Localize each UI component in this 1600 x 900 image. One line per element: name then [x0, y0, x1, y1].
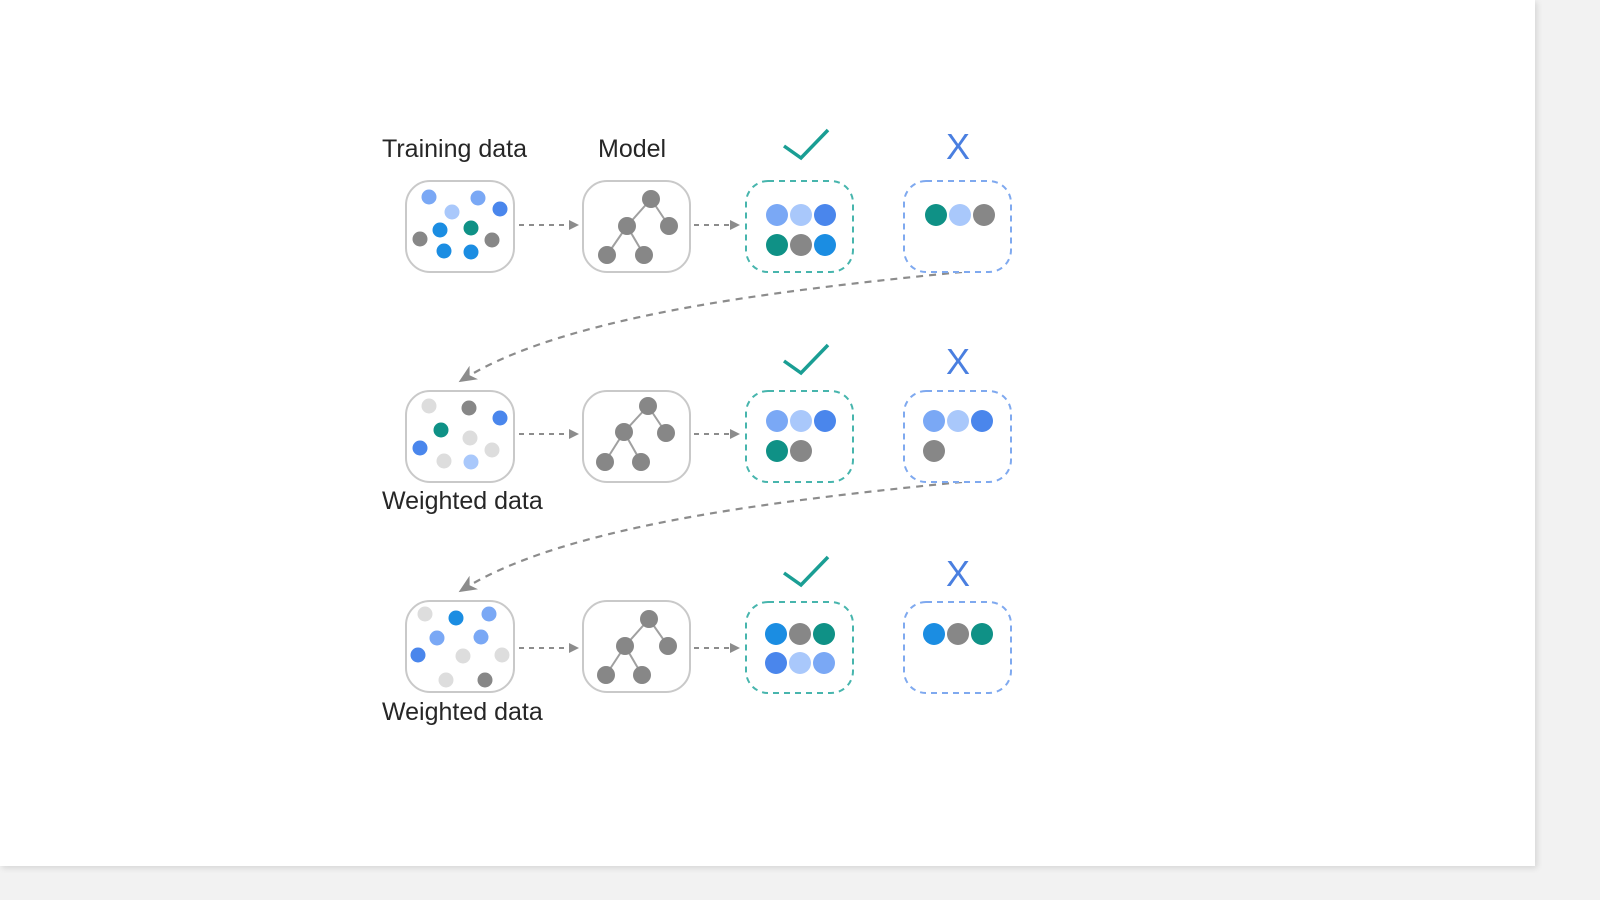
feedback-arrow [458, 270, 963, 383]
data-point [790, 410, 812, 432]
x-mark-icon: X [946, 341, 970, 382]
checkmark-icon [782, 343, 830, 376]
data-box [405, 180, 515, 273]
data-box [405, 600, 515, 693]
data-points [412, 189, 508, 260]
incorrect-box [903, 601, 1012, 694]
data-points [410, 606, 510, 688]
data-point [492, 410, 508, 426]
data-point [484, 442, 500, 458]
data-point [470, 190, 486, 206]
data-point [436, 453, 452, 469]
adaboost-diagram: Training data Model Weighted data Weight… [382, 126, 1012, 726]
incorrect-points [923, 623, 993, 645]
data-point [410, 647, 426, 663]
data-point [766, 204, 788, 226]
training-data-label: Training data [382, 135, 527, 163]
decision-tree-icon [597, 610, 677, 684]
data-point [463, 244, 479, 260]
data-point [766, 410, 788, 432]
decision-tree-icon [598, 190, 678, 264]
data-point [814, 204, 836, 226]
data-point [463, 454, 479, 470]
data-point [973, 204, 995, 226]
incorrect-points [923, 410, 993, 462]
data-point [765, 623, 787, 645]
round-2: X [405, 341, 1012, 483]
data-point [436, 243, 452, 259]
data-point [455, 648, 471, 664]
weighted-data-label: Weighted data [382, 487, 543, 515]
data-point [481, 606, 497, 622]
data-point [484, 232, 500, 248]
data-point [925, 204, 947, 226]
data-point [766, 440, 788, 462]
x-mark-icon: X [946, 553, 970, 594]
data-point [444, 204, 460, 220]
incorrect-box [903, 180, 1012, 273]
data-point [438, 672, 454, 688]
correct-points [766, 204, 836, 256]
data-point [947, 410, 969, 432]
correct-box [745, 601, 854, 694]
feedback-arrow [458, 480, 963, 593]
data-point [461, 400, 477, 416]
incorrect-box [903, 390, 1012, 483]
data-point [971, 623, 993, 645]
data-point [421, 189, 437, 205]
weighted-data-label: Weighted data [382, 698, 543, 726]
data-point [462, 430, 478, 446]
data-point [432, 222, 448, 238]
checkmark-icon [782, 128, 830, 161]
data-point [492, 201, 508, 217]
data-point [417, 606, 433, 622]
data-point [494, 647, 510, 663]
decision-tree-icon [596, 397, 675, 471]
data-point [421, 398, 437, 414]
data-point [765, 652, 787, 674]
checkmark-icon [782, 555, 830, 588]
data-point [463, 220, 479, 236]
data-point [477, 672, 493, 688]
data-point [813, 652, 835, 674]
diagram-panel: Training data Model Weighted data Weight… [0, 0, 1535, 866]
data-point [949, 204, 971, 226]
data-point [433, 422, 449, 438]
x-mark-icon: X [946, 126, 970, 167]
correct-points [766, 410, 836, 462]
data-point [789, 623, 811, 645]
data-box [405, 390, 515, 483]
data-point [412, 440, 428, 456]
data-point [813, 623, 835, 645]
data-point [947, 623, 969, 645]
data-point [790, 234, 812, 256]
data-point [790, 204, 812, 226]
data-point [473, 629, 489, 645]
data-point [814, 410, 836, 432]
correct-box [745, 390, 854, 483]
round-1: X [405, 126, 1012, 273]
data-point [766, 234, 788, 256]
model-label: Model [598, 135, 666, 163]
data-point [923, 440, 945, 462]
incorrect-points [925, 204, 995, 226]
data-point [412, 231, 428, 247]
data-point [971, 410, 993, 432]
correct-points [765, 623, 835, 674]
data-point [814, 234, 836, 256]
data-point [923, 410, 945, 432]
data-point [790, 440, 812, 462]
round-3: X [405, 553, 1012, 694]
correct-box [745, 180, 854, 273]
data-point [448, 610, 464, 626]
data-point [789, 652, 811, 674]
data-point [429, 630, 445, 646]
data-points [412, 398, 508, 470]
data-point [923, 623, 945, 645]
